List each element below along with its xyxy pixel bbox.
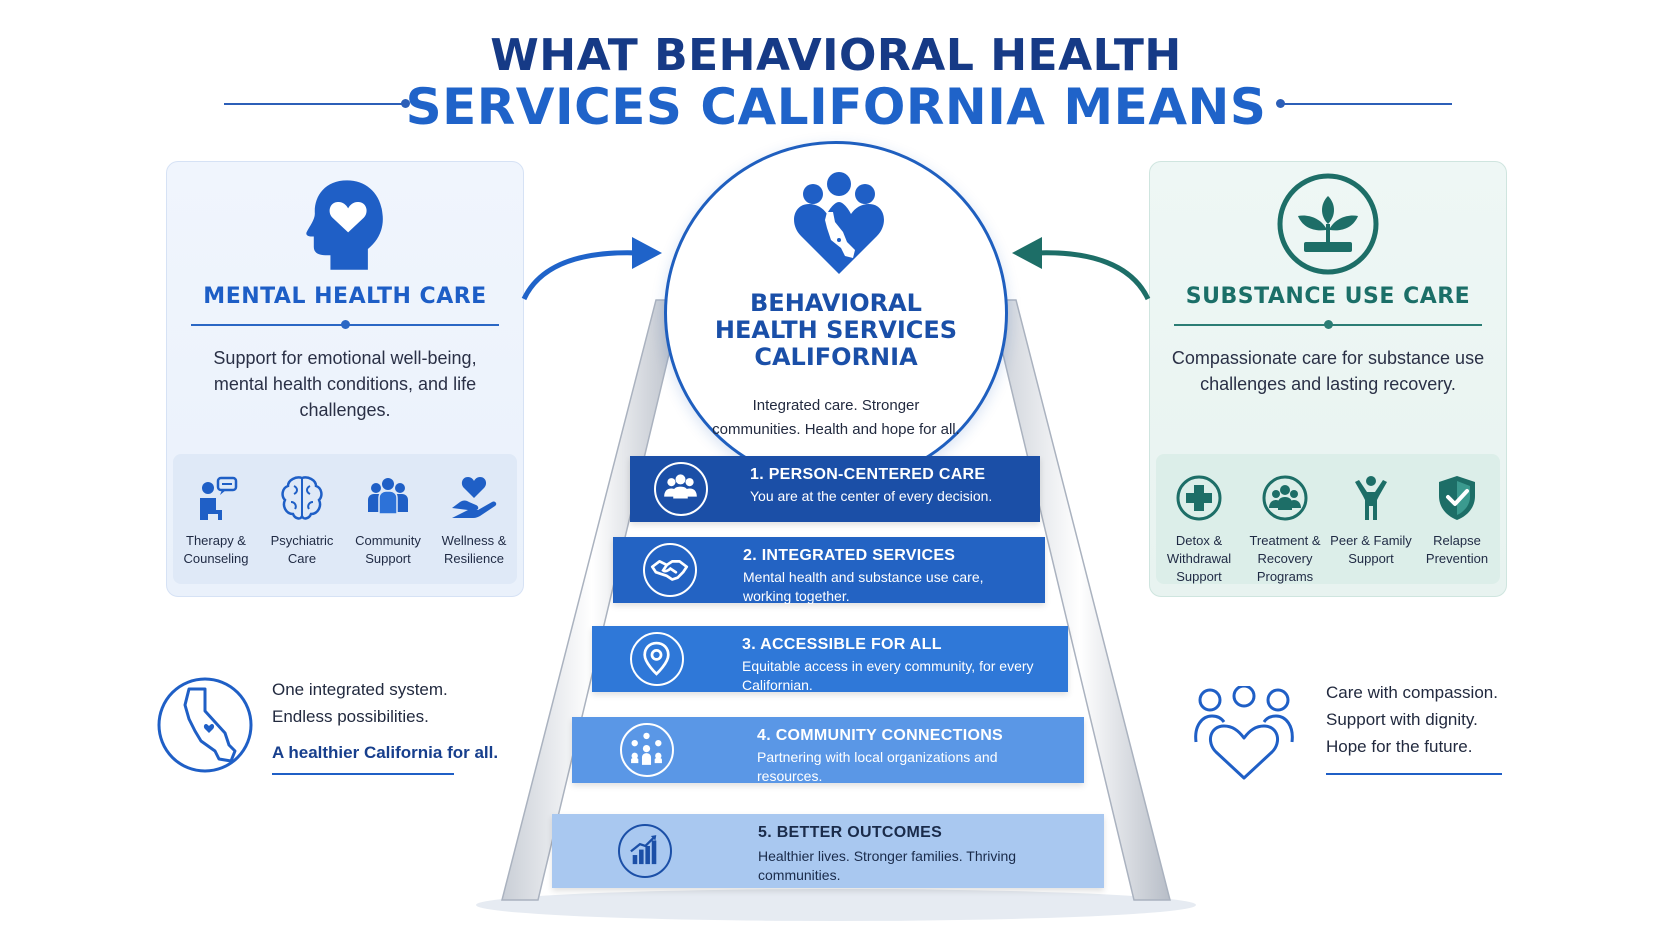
step-accessible-for-all: 3. ACCESSIBLE FOR ALL Equitable access i… (592, 626, 1068, 693)
step-1-title: 1. PERSON-CENTERED CARE (750, 466, 986, 483)
service-relapse: Relapse Prevention (1414, 454, 1500, 584)
service-detox-label: Detox & Withdrawal Support (1166, 533, 1232, 584)
substance-use-heading: SUBSTANCE USE CARE (1185, 284, 1471, 309)
service-detox: Detox & Withdrawal Support (1156, 454, 1242, 584)
substance-use-arrow (1012, 237, 1151, 301)
bottom-left-line-1: One integrated system. (272, 680, 448, 699)
group-circle-icon (1262, 475, 1308, 521)
substance-use-panel: SUBSTANCE USE CARE Compassionate care fo… (1149, 161, 1507, 597)
service-community: Community Support (345, 454, 431, 584)
step-5-desc: Healthier lives. Stronger families. Thri… (758, 848, 1017, 883)
service-wellness-label: Wellness & Resilience (441, 533, 507, 566)
handshake-icon (643, 543, 697, 597)
title-dot-left (401, 99, 410, 108)
bottom-right-line-1: Care with compassion. (1326, 683, 1498, 702)
service-peer-label: Peer & Family Support (1330, 533, 1412, 566)
bottom-right-line-3: Hope for the future. (1326, 737, 1473, 756)
step-4-desc: Partnering with local organizations and … (757, 749, 998, 784)
service-treatment: Treatment & Recovery Programs (1242, 454, 1328, 584)
network-people-icon (620, 723, 674, 777)
substance-use-description: Compassionate care for substance use cha… (1171, 348, 1485, 394)
step-5-title: 5. BETTER OUTCOMES (758, 824, 943, 841)
step-integrated-services: 2. INTEGRATED SERVICES Mental health and… (613, 537, 1045, 604)
sprout-icon (1277, 173, 1379, 275)
center-tagline: Integrated care. Stronger communities. H… (712, 397, 960, 438)
bottom-left-rule (272, 773, 454, 775)
family-heart-icon (1194, 686, 1294, 780)
growth-chart-icon (618, 824, 672, 878)
step-2-title: 2. INTEGRATED SERVICES (743, 547, 956, 564)
title-rule-right (1284, 103, 1452, 105)
step-2-desc: Mental health and substance use care, wo… (743, 569, 984, 604)
title-line-2: SERVICES CALIFORNIA MEANS (405, 78, 1267, 136)
mental-health-heading: MENTAL HEALTH CARE (203, 284, 487, 309)
service-community-label: Community Support (355, 533, 421, 566)
title-dot-right (1276, 99, 1285, 108)
mental-health-arrow (521, 237, 662, 301)
step-community-connections: 4. COMMUNITY CONNECTIONS Partnering with… (572, 717, 1084, 784)
service-therapy: Therapy & Counseling (173, 454, 259, 584)
substance-use-services: Detox & Withdrawal Support Treatment & R… (1156, 454, 1500, 584)
center-circle: BEHAVIORAL HEALTH SERVICES CALIFORNIA In… (664, 141, 1008, 485)
brain-icon (281, 476, 323, 520)
bottom-right-line-2: Support with dignity. (1326, 710, 1478, 729)
community-icon (368, 478, 408, 515)
california-map-icon (157, 677, 253, 773)
title-rule-left (224, 103, 404, 105)
shield-check-icon (1439, 476, 1475, 520)
step-3-desc: Equitable access in every community, for… (742, 658, 1034, 693)
head-heart-icon (306, 180, 383, 270)
step-3-title: 3. ACCESSIBLE FOR ALL (742, 636, 942, 653)
center-title: BEHAVIORAL HEALTH SERVICES CALIFORNIA (714, 289, 958, 371)
people-icon (654, 462, 708, 516)
mental-health-services: Therapy & Counseling Psychiatric Care (173, 454, 517, 584)
hand-heart-icon (452, 477, 497, 518)
california-heart-people-icon (794, 172, 884, 274)
step-4-title: 4. COMMUNITY CONNECTIONS (757, 727, 1004, 744)
service-relapse-label: Relapse Prevention (1425, 533, 1489, 566)
therapy-icon (200, 476, 238, 520)
mental-health-description: Support for emotional well-being, mental… (213, 348, 477, 420)
step-person-centered: 1. PERSON-CENTERED CARE You are at the c… (630, 456, 1040, 522)
person-raised-arms-icon (1355, 476, 1387, 520)
step-better-outcomes: 5. BETTER OUTCOMES Healthier lives. Stro… (552, 814, 1104, 888)
bottom-right-rule (1326, 773, 1502, 775)
step-1-desc: You are at the center of every decision. (750, 488, 993, 504)
medical-cross-icon (1176, 475, 1222, 521)
service-therapy-label: Therapy & Counseling (183, 533, 249, 566)
bottom-left-line-2: Endless possibilities. (272, 707, 429, 726)
mental-health-rule (191, 320, 499, 329)
service-wellness: Wellness & Resilience (431, 454, 517, 584)
service-psychiatric-label: Psychiatric Care (270, 533, 334, 566)
service-peer: Peer & Family Support (1328, 454, 1414, 584)
bottom-left-emphasis: A healthier California for all. (272, 743, 499, 762)
location-pin-icon (630, 632, 684, 686)
substance-use-rule (1174, 320, 1482, 329)
mental-health-panel: MENTAL HEALTH CARE Support for emotional… (166, 161, 524, 597)
title-line-1: WHAT BEHAVIORAL HEALTH (490, 30, 1182, 81)
service-psychiatric: Psychiatric Care (259, 454, 345, 584)
service-treatment-label: Treatment & Recovery Programs (1249, 533, 1321, 584)
